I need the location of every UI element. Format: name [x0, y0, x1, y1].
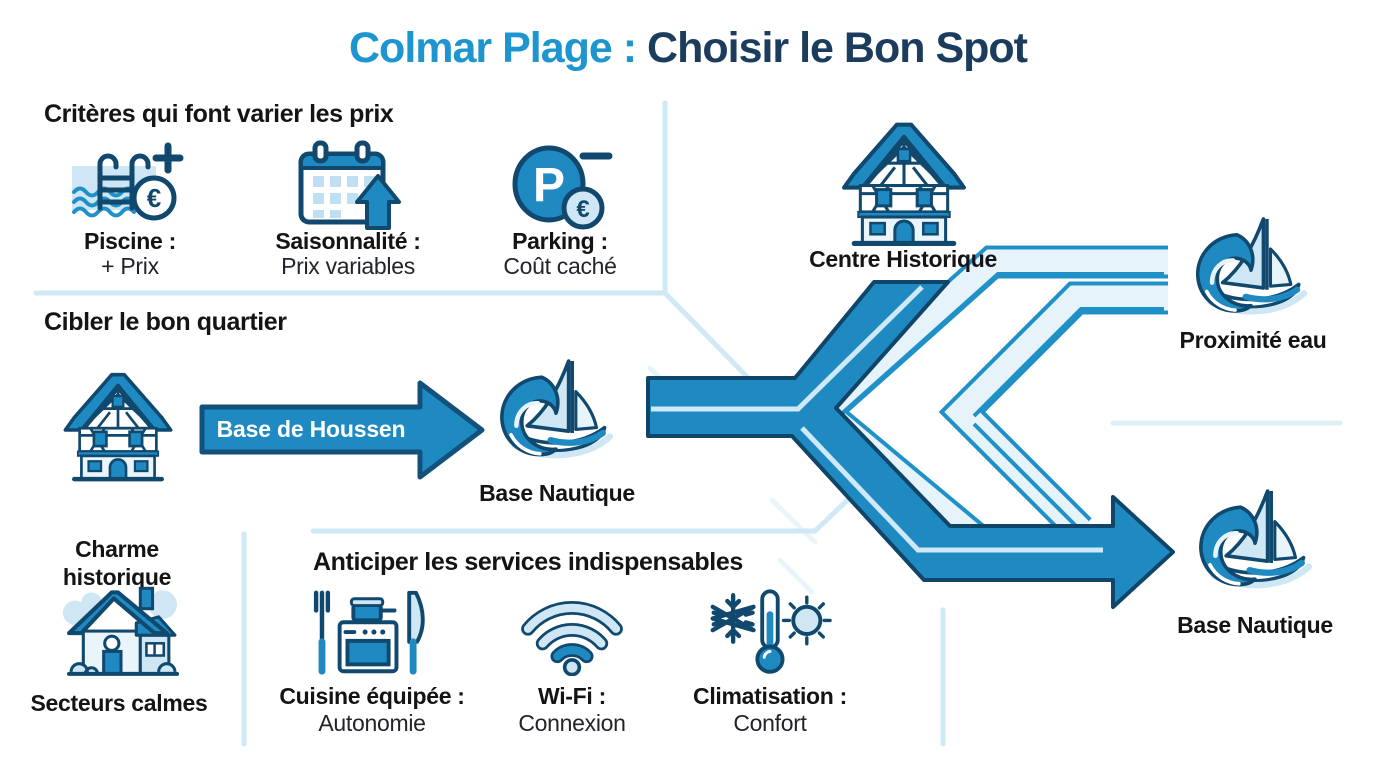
parking-cost-icon: P € — [512, 145, 613, 230]
svg-text:P: P — [533, 159, 565, 212]
half-timbered-house-icon — [838, 112, 970, 254]
svg-text:€: € — [147, 183, 161, 213]
half-timbered-house-icon — [60, 350, 176, 502]
calm-sectors-label: Secteurs calmes — [30, 690, 208, 716]
proximite-eau-label: Proximité eau — [1179, 327, 1327, 353]
page-title: Colmar Plage : Choisir le Bon Spot — [0, 24, 1376, 73]
criteria-heading: Critères qui font varier les prix — [44, 100, 394, 128]
wifi-icon — [521, 601, 623, 676]
pool-euro-icon: € — [72, 142, 184, 221]
climate-label: Climatisation : — [693, 683, 847, 709]
charm-label-line1: Charme — [75, 536, 159, 562]
wave-sailboat-icon — [1192, 482, 1318, 608]
base-nautique-mid-label: Base Nautique — [479, 480, 635, 506]
climate-icon — [710, 589, 832, 674]
wave-sailboat-icon — [1188, 210, 1314, 334]
wifi-sublabel: Connexion — [518, 710, 626, 736]
houssen-arrow-label: Base de Houssen — [216, 416, 406, 442]
wifi-label: Wi-Fi : — [538, 683, 606, 709]
quiet-house-icon — [62, 586, 180, 676]
seasonality-sublabel: Prix variables — [281, 253, 415, 279]
svg-text:€: € — [576, 196, 589, 223]
climate-sublabel: Confort — [733, 710, 807, 736]
title-highlight: Colmar Plage : — [349, 24, 648, 72]
charm-label-line2: historique — [62, 564, 172, 590]
pool-label: Piscine : — [84, 228, 176, 254]
parking-label: Parking : — [512, 228, 608, 254]
base-nautique-right-label: Base Nautique — [1177, 612, 1333, 638]
title-rest: Choisir le Bon Spot — [647, 24, 1028, 72]
kitchen-sublabel: Autonomie — [318, 710, 426, 736]
kitchen-label: Cuisine équipée : — [279, 683, 465, 709]
wave-sailboat-icon — [492, 352, 620, 478]
seasonality-label: Saisonnalité : — [275, 228, 421, 254]
district-heading: Cibler le bon quartier — [44, 308, 287, 336]
parking-sublabel: Coût caché — [503, 253, 617, 279]
houssen-arrow — [199, 380, 485, 480]
calendar-trend-icon — [298, 140, 401, 230]
kitchen-icon — [313, 590, 425, 675]
pool-sublabel: + Prix — [101, 253, 159, 279]
centre-historique-label: Centre Historique — [809, 246, 997, 272]
services-heading: Anticiper les services indispensables — [313, 548, 743, 576]
